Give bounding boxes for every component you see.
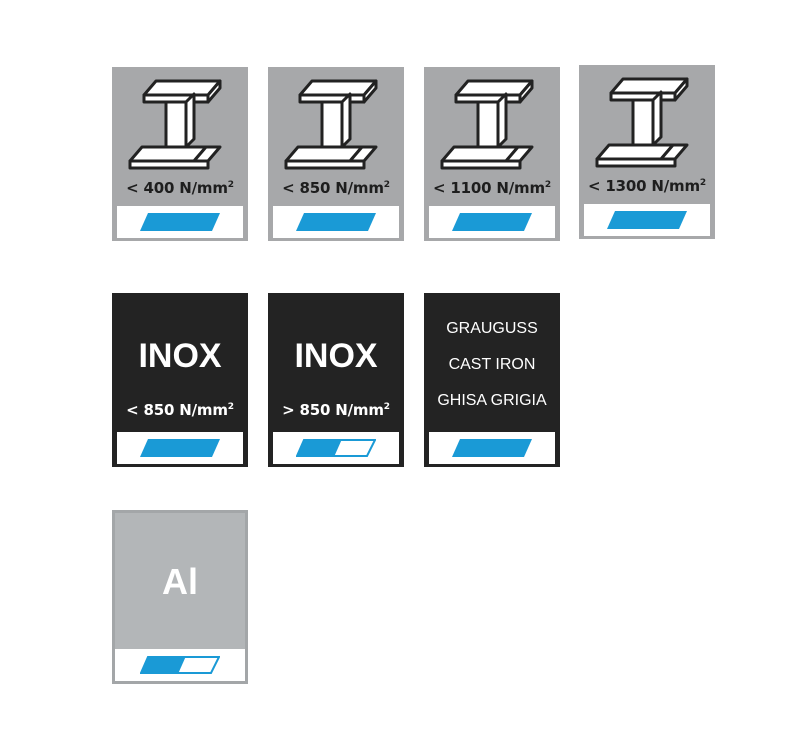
- steel-i-beam-icon: [440, 79, 534, 170]
- suitability-bar-icon: [140, 439, 220, 457]
- suitability-band: [273, 206, 399, 238]
- material-title-it: GHISA GRIGIA: [437, 392, 547, 409]
- material-tile-inox-lt850: INOX < 850 N/mm2: [112, 293, 248, 467]
- material-tile-aluminium: Al: [112, 510, 248, 684]
- suitability-band: [429, 206, 555, 238]
- strength-label: < 1300 N/mm2: [588, 177, 706, 195]
- material-tile-steel-1300: < 1300 N/mm2: [579, 65, 715, 239]
- steel-i-beam-icon: [595, 77, 689, 168]
- strength-label: < 850 N/mm2: [282, 179, 390, 197]
- suitability-band: [429, 432, 555, 464]
- suitability-bar-icon: [140, 656, 220, 674]
- suitability-bar-icon: [296, 439, 376, 457]
- strength-label: < 850 N/mm2: [126, 401, 234, 419]
- material-tile-cast-iron: GRAUGUSS CAST IRON GHISA GRIGIA: [424, 293, 560, 467]
- material-title-en: CAST IRON: [448, 356, 536, 373]
- suitability-bar-icon: [296, 213, 376, 231]
- suitability-band: [117, 432, 243, 464]
- suitability-bar-icon: [452, 213, 532, 231]
- strength-label: < 400 N/mm2: [126, 179, 234, 197]
- material-title: Al: [162, 561, 198, 602]
- material-title: INOX: [294, 337, 378, 375]
- suitability-band: [117, 206, 243, 238]
- material-title: INOX: [138, 337, 222, 375]
- material-title-de: GRAUGUSS: [446, 320, 538, 337]
- material-title-lines: GRAUGUSS CAST IRON GHISA GRIGIA: [426, 311, 558, 419]
- suitability-band: [273, 432, 399, 464]
- suitability-band: [115, 649, 245, 681]
- strength-label: > 850 N/mm2: [282, 401, 390, 419]
- suitability-bar-icon: [452, 439, 532, 457]
- suitability-bar-icon: [140, 213, 220, 231]
- suitability-bar-icon: [607, 211, 687, 229]
- material-tile-steel-1100: < 1100 N/mm2: [424, 67, 560, 241]
- steel-i-beam-icon: [128, 79, 222, 170]
- material-tile-steel-400: < 400 N/mm2: [112, 67, 248, 241]
- material-tile-inox-gt850: INOX > 850 N/mm2: [268, 293, 404, 467]
- steel-i-beam-icon: [284, 79, 378, 170]
- suitability-band: [584, 204, 710, 236]
- material-tile-steel-850: < 850 N/mm2: [268, 67, 404, 241]
- strength-label: < 1100 N/mm2: [433, 179, 551, 197]
